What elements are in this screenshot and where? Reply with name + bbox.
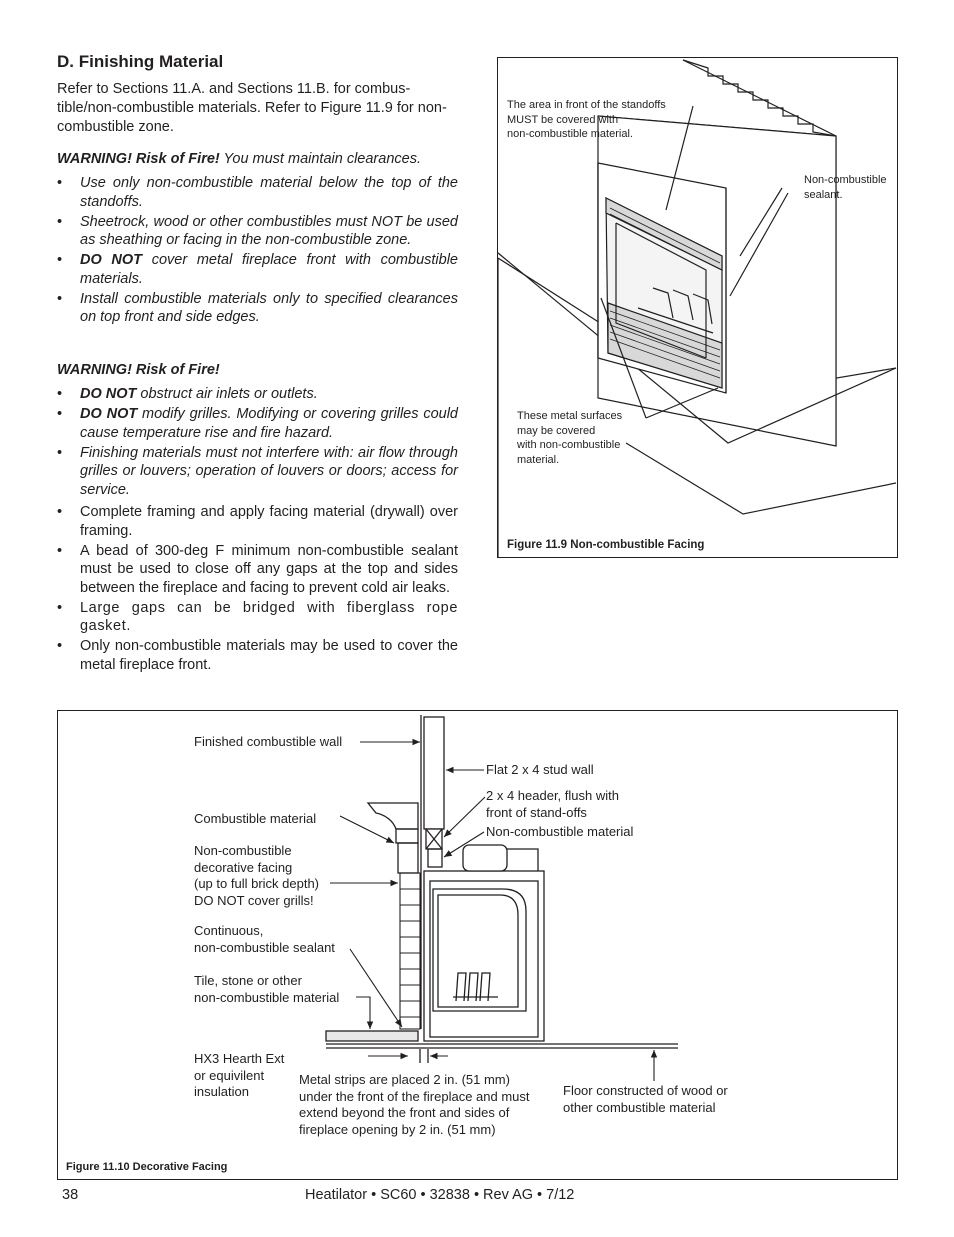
list-item: Use only non-combustible material below …	[57, 174, 458, 211]
document-id: Heatilator • SC60 • 32838 • Rev AG • 7/1…	[305, 1187, 575, 1203]
page-number: 38	[62, 1187, 79, 1203]
label-tile: Tile, stone or other non-combustible mat…	[194, 973, 340, 1005]
list-item: DO NOT cover metal fireplace front with …	[57, 251, 458, 288]
figure-11-9: The area in front of the standoffs MUST …	[497, 57, 898, 558]
figure-caption: Figure 11.9 Non-combustible Facing	[507, 539, 705, 551]
label-header: 2 x 4 header, flush with front of stand-…	[486, 788, 619, 820]
footer-rule	[57, 1179, 896, 1180]
steps-list: Complete framing and apply facing materi…	[57, 503, 458, 676]
warning-1-list: Use only non-combustible material below …	[57, 174, 458, 328]
list-item: Install combustible materials only to sp…	[57, 290, 458, 327]
label-stud-wall: Flat 2 x 4 stud wall	[486, 762, 594, 777]
label-sealant: Continuous, non-combustible sealant	[194, 923, 335, 955]
warning-1-title: WARNING! Risk of Fire!	[57, 151, 220, 167]
list-item: A bead of 300-deg F minimum non-combusti…	[57, 542, 458, 598]
intro-paragraph: Refer to Sections 11.A. and Sections 11.…	[57, 81, 447, 135]
figure-11-10: Finished combustible wall Combustible ma…	[57, 710, 898, 1180]
list-item: Sheetrock, wood or other combustibles mu…	[57, 213, 458, 250]
warning-1-text: You must maintain clearances.	[223, 151, 421, 167]
warning-2-title: WARNING! Risk of Fire!	[57, 362, 220, 378]
list-item: Large gaps can be bridged with fiberglas…	[57, 599, 458, 636]
label-metal-surfaces: These metal surfaces may be covered with…	[517, 410, 623, 466]
list-item: DO NOT obstruct air inlets or outlets.	[57, 385, 458, 404]
label-floor: Floor constructed of wood or other combu…	[563, 1083, 728, 1115]
warning-2-list: DO NOT obstruct air inlets or outlets. D…	[57, 385, 458, 501]
list-item: Finishing materials must not interfere w…	[57, 444, 458, 500]
list-item: DO NOT modify grilles. Modifying or cove…	[57, 405, 458, 442]
label-standoffs: The area in front of the standoffs MUST …	[507, 99, 666, 140]
warning-1: WARNING! Risk of Fire! You must maintain…	[57, 150, 421, 169]
label-finished-wall: Finished combustible wall	[194, 734, 343, 749]
label-decorative-facing: Non-combustible decorative facing (up to…	[194, 843, 320, 908]
label-metal-strips: Metal strips are placed 2 in. (51 mm) un…	[299, 1072, 530, 1137]
list-item: Only non-combustible materials may be us…	[57, 637, 458, 674]
section-heading: D. Finishing Material	[57, 52, 224, 71]
warning-2: WARNING! Risk of Fire!	[57, 361, 220, 380]
label-noncombustible: Non-combustible material	[486, 824, 634, 839]
list-item: Complete framing and apply facing materi…	[57, 503, 458, 540]
fireplace-illustration	[498, 59, 897, 557]
label-sealant: Non-combustible sealant.	[804, 174, 887, 201]
label-combustible: Combustible material	[194, 811, 317, 826]
decorative-facing-illustration	[325, 715, 678, 1081]
figure-caption: Figure 11.10 Decorative Facing	[66, 1161, 228, 1173]
label-hearth: HX3 Hearth Ext or equivilent insulation	[194, 1051, 285, 1099]
